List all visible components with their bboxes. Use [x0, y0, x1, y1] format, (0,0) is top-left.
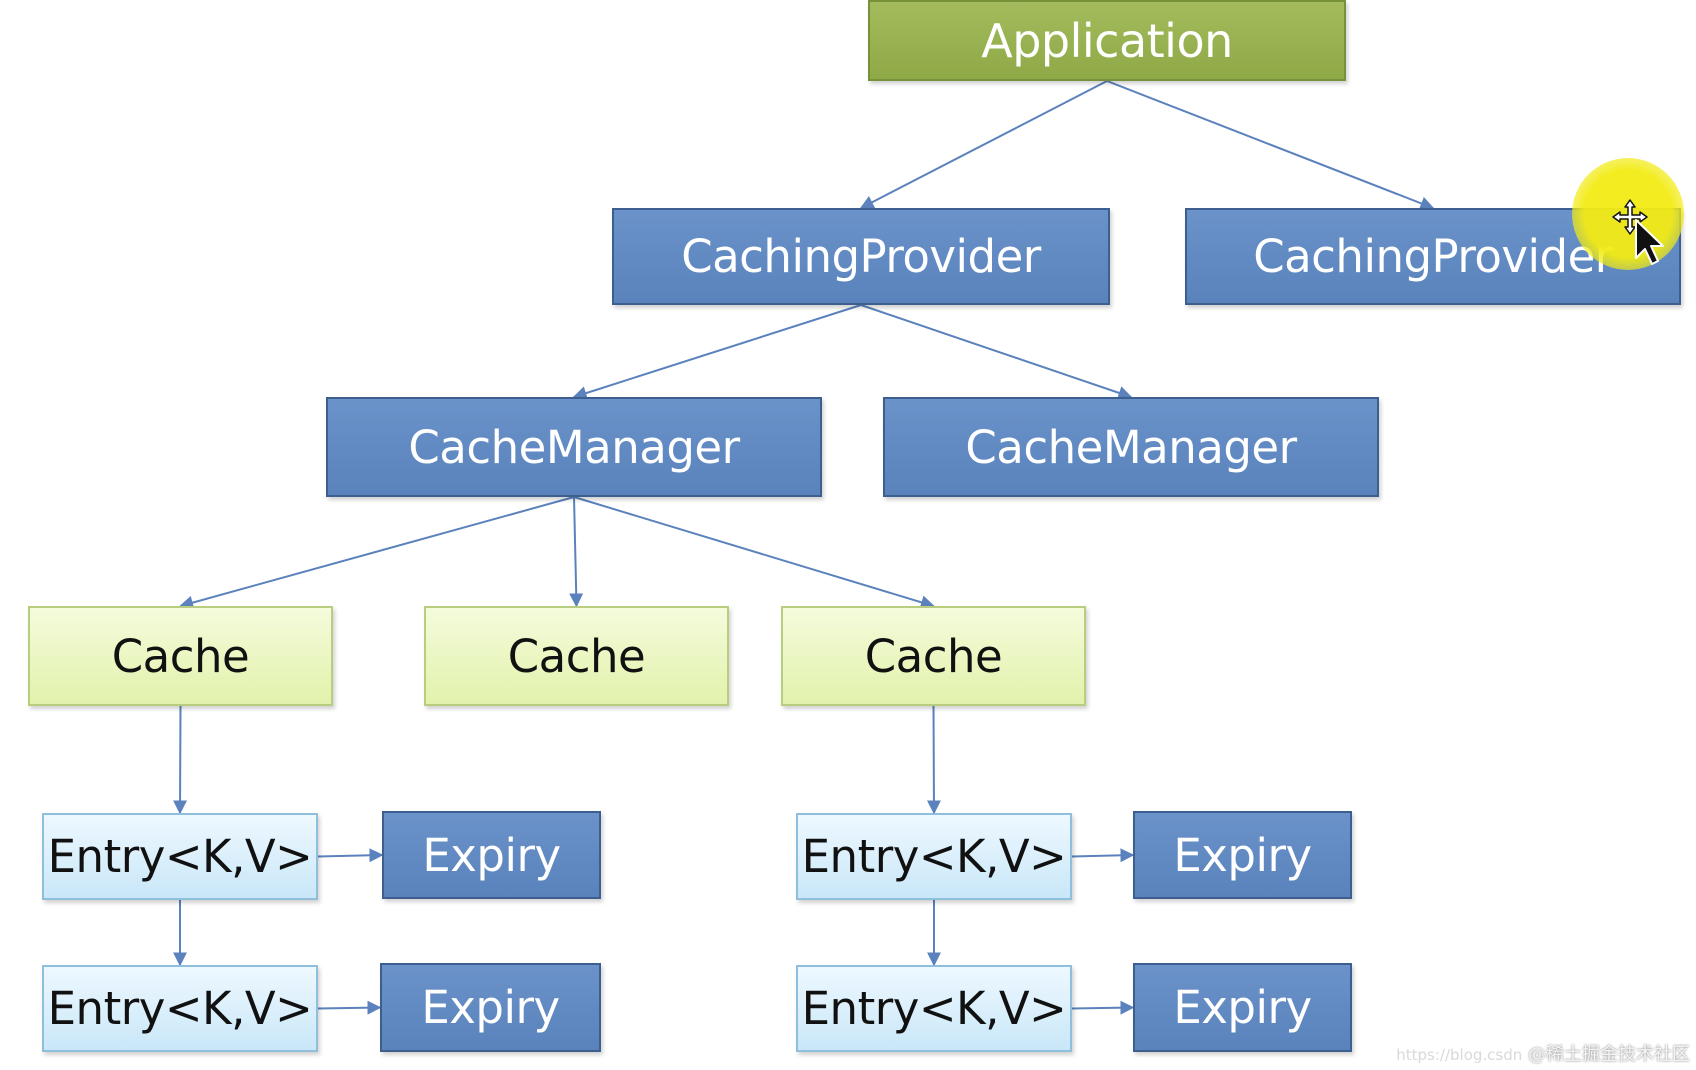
entry-node-3[interactable]: Entry<K,V> [796, 813, 1072, 900]
entry-node-2[interactable]: Entry<K,V> [42, 965, 318, 1052]
edge-entry_2-to-expiry_2 [317, 1000, 382, 1015]
edge-application-to-caching_provider_1 [859, 80, 1108, 209]
expiry-node-3[interactable]: Expiry [1133, 811, 1352, 899]
edge-entry_4-to-expiry_4 [1071, 1000, 1135, 1015]
entry-node-1[interactable]: Entry<K,V> [42, 813, 318, 900]
application-node[interactable]: Application [868, 0, 1346, 81]
move-cursor-icon [1612, 199, 1664, 265]
edge-caching_provider_1-to-cache_manager_2 [860, 304, 1133, 400]
cache-manager-node-1[interactable]: CacheManager [326, 397, 822, 497]
edge-cache_manager_1-to-cache_3 [573, 496, 935, 610]
edge-entry_3-to-expiry_3 [1071, 848, 1135, 863]
cache-node-3[interactable]: Cache [781, 606, 1086, 706]
cache-manager-node-2[interactable]: CacheManager [883, 397, 1379, 497]
expiry-node-2[interactable]: Expiry [380, 963, 601, 1052]
edge-application-to-caching_provider_2 [1106, 80, 1435, 210]
watermark-label: @稀土掘金技术社区 [1528, 1044, 1690, 1065]
edge-cache_1-to-entry_1 [173, 705, 188, 815]
cache-node-2[interactable]: Cache [424, 606, 729, 706]
entry-node-4[interactable]: Entry<K,V> [796, 965, 1072, 1052]
caching-provider-node-1[interactable]: CachingProvider [612, 208, 1110, 305]
edge-cache_manager_1-to-cache_2 [569, 496, 584, 608]
edge-caching_provider_1-to-cache_manager_1 [572, 304, 862, 400]
expiry-node-4[interactable]: Expiry [1133, 963, 1352, 1052]
cache-node-1[interactable]: Cache [28, 606, 333, 706]
watermark-url: https://blog.csdn [1396, 1046, 1523, 1064]
edge-cache_manager_1-to-cache_1 [179, 496, 575, 610]
watermark: https://blog.csdn @稀土掘金技术社区 [1396, 1040, 1690, 1066]
expiry-node-1[interactable]: Expiry [382, 811, 601, 899]
edge-cache_3-to-entry_3 [926, 705, 941, 815]
edge-entry_1-to-expiry_1 [317, 848, 384, 863]
